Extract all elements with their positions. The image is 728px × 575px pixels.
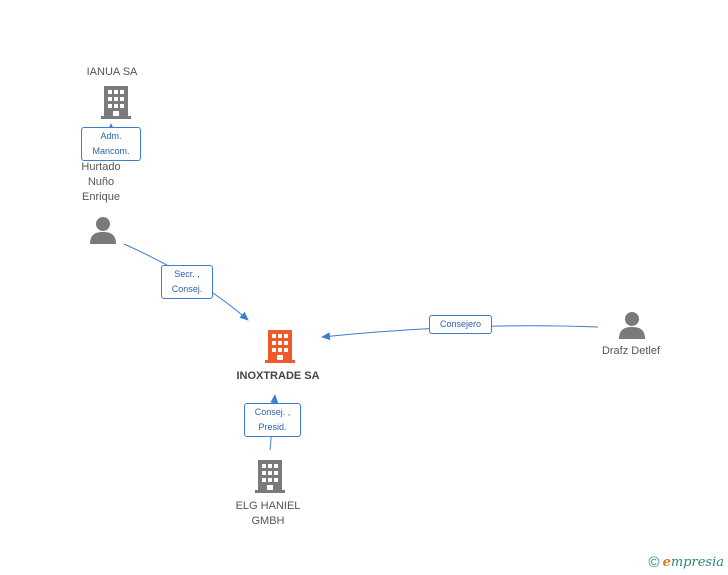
edge-label-consejero[interactable]: Consejero bbox=[429, 315, 492, 334]
edge-label-adm-mancom[interactable]: Adm. Mancom. bbox=[81, 127, 141, 161]
person-icon[interactable] bbox=[88, 215, 118, 245]
node-drafz-label[interactable]: Drafz Detlef bbox=[601, 345, 661, 357]
building-icon[interactable] bbox=[100, 84, 132, 120]
node-inoxtrade-label[interactable]: INOXTRADE SA bbox=[236, 370, 320, 382]
node-hurtado-label[interactable]: Hurtado Nuño Enrique bbox=[81, 161, 121, 203]
edge-label-consej-presid[interactable]: Consej. , Presid. bbox=[244, 403, 301, 437]
node-elg-label[interactable]: ELG HANIEL GMBH bbox=[235, 500, 301, 527]
edge-label-secr-consej[interactable]: Secr. , Consej. bbox=[161, 265, 213, 299]
person-icon[interactable] bbox=[617, 310, 647, 340]
building-icon[interactable] bbox=[254, 458, 286, 494]
brand-logo: empresia bbox=[662, 555, 724, 570]
building-main-icon[interactable] bbox=[264, 328, 296, 364]
copyright-icon: © bbox=[648, 554, 660, 571]
footer-brand: © empresia bbox=[649, 554, 724, 571]
node-ianua-label[interactable]: IANUA SA bbox=[86, 66, 138, 78]
